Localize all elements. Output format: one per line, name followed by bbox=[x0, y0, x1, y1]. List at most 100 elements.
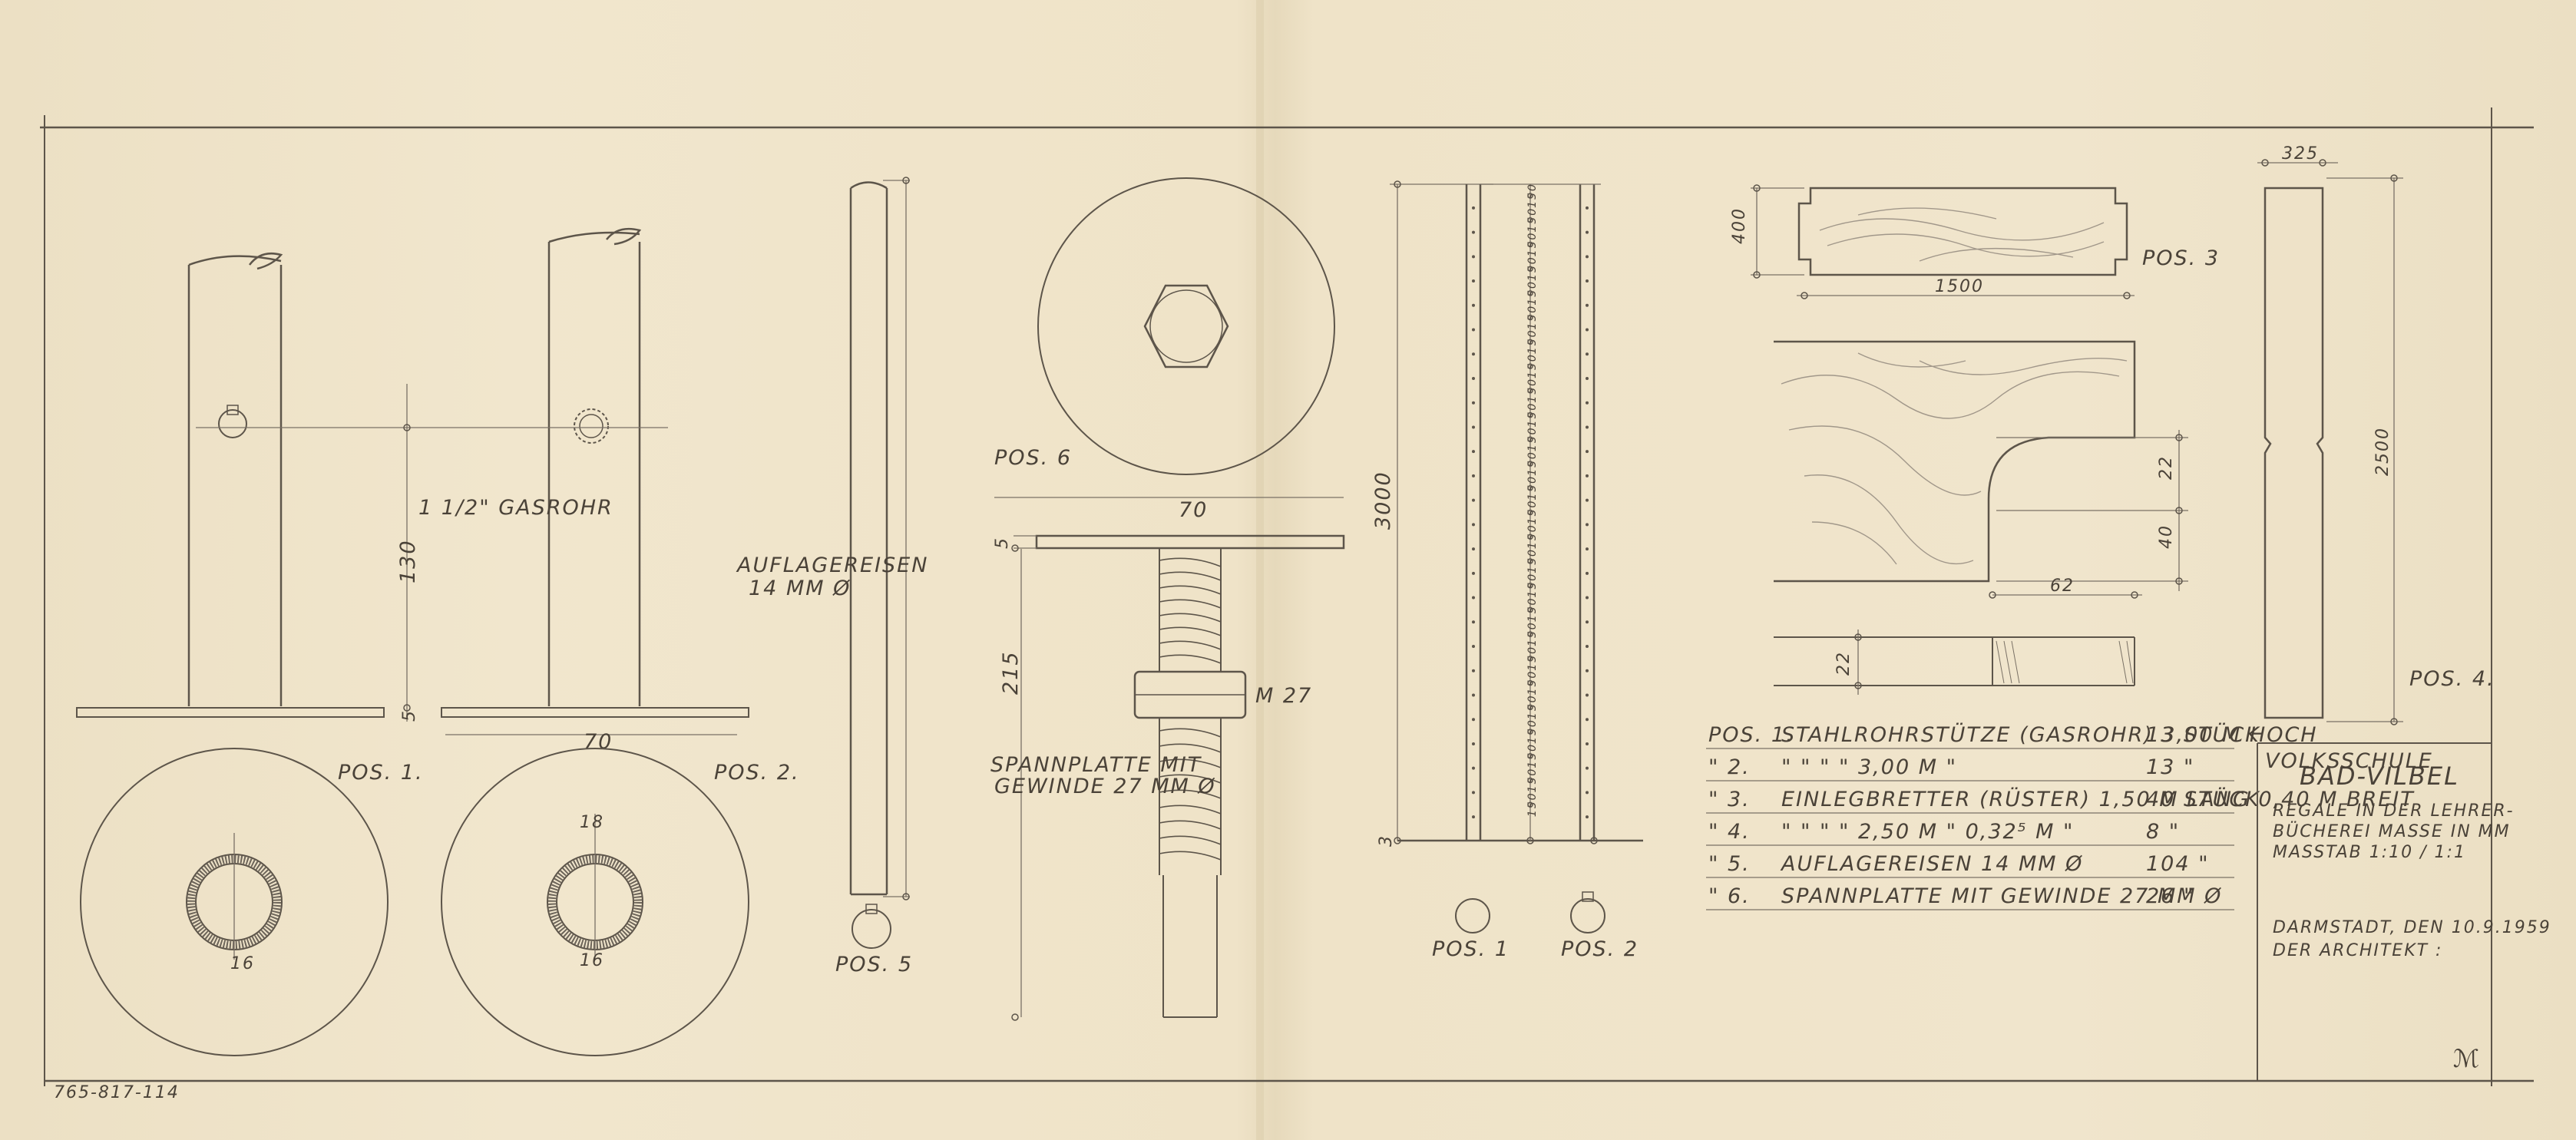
positions-row-c2: SPANNPLATTE MIT GEWINDE 27 MM Ø bbox=[1781, 884, 2222, 908]
pipe-hole bbox=[1586, 547, 1589, 551]
sheet-number: 765-817-114 bbox=[54, 1083, 180, 1102]
dim-5b: 5 bbox=[993, 537, 1012, 549]
pos6-label: POS. 6 bbox=[994, 446, 1072, 470]
dim-40: 40 bbox=[2157, 524, 2176, 549]
rack-spacing-tick bbox=[1527, 388, 1533, 394]
positions-row-c3: 40 STÜCK bbox=[2146, 787, 2260, 811]
dim-16a: 16 bbox=[230, 954, 255, 973]
pipe-hole bbox=[1586, 279, 1589, 283]
pipe-hole bbox=[1586, 742, 1589, 745]
rack-spacing-tick bbox=[1527, 216, 1533, 223]
auflager-label-2: 14 MM Ø bbox=[749, 577, 851, 600]
rack-spacing-labels: 1501501501501501501501501501501501501501… bbox=[1472, 183, 1589, 819]
positions-list: POS. 1.STAHLROHRSTÜTZE (GASROHR) 3,00 M … bbox=[1706, 722, 2415, 910]
pipe-hole bbox=[1472, 523, 1475, 527]
positions-row-c3: 26 " bbox=[2146, 884, 2194, 908]
dim-16b: 16 bbox=[580, 951, 604, 970]
rack-spacing-tick bbox=[1527, 729, 1533, 735]
title-line3: MASSTAB 1:10 / 1:1 bbox=[2273, 843, 2466, 862]
dim-130: 130 bbox=[396, 539, 420, 583]
positions-row-c1: " 6. bbox=[1708, 884, 1751, 908]
gasrohr-label: 1 1/2" GASROHR bbox=[418, 496, 613, 520]
rack-spacing-tick bbox=[1527, 558, 1533, 564]
pos5-label: POS. 5 bbox=[835, 953, 913, 976]
rack-spacing-tick bbox=[1527, 241, 1533, 248]
rack-spacing-tick bbox=[1527, 777, 1533, 784]
positions-row-c1: " 3. bbox=[1708, 788, 1751, 811]
pipe-hole bbox=[1472, 425, 1475, 429]
pipe-hole bbox=[1586, 401, 1589, 405]
pipe-hole bbox=[1586, 791, 1589, 795]
pipe-hole bbox=[1586, 523, 1589, 527]
pos2-baseplate-plan bbox=[441, 748, 749, 1056]
pipe-hole bbox=[1472, 255, 1475, 259]
pipe-hole bbox=[1472, 401, 1475, 405]
title-place-date: DARMSTADT, DEN 10.9.1959 bbox=[2273, 918, 2551, 937]
dim-22a: 22 bbox=[2157, 455, 2176, 480]
rack-spacing-tick bbox=[1527, 339, 1533, 345]
pipe-hole bbox=[1472, 328, 1475, 332]
title-block bbox=[2257, 742, 2492, 1081]
pos6-plate-plan bbox=[1037, 177, 1335, 475]
rack-spacing-tick bbox=[1527, 753, 1533, 759]
rack-spacing-tick bbox=[1527, 704, 1533, 711]
title-line1: REGALE IN DER LEHRER- bbox=[2273, 801, 2515, 821]
positions-row-c2: AUFLAGEREISEN 14 MM Ø bbox=[1780, 852, 2083, 876]
title-line2: BÜCHEREI MASSE IN MM bbox=[2273, 821, 2511, 841]
dim-3000: 3000 bbox=[1371, 471, 1395, 530]
pipe-hole bbox=[1586, 620, 1589, 624]
paper-fold bbox=[1256, 0, 1264, 1140]
pipe-hole bbox=[1472, 498, 1475, 502]
dim-325: 325 bbox=[2282, 144, 2319, 164]
pipe-hole bbox=[1472, 766, 1475, 770]
pos6-plate-section bbox=[1011, 534, 1345, 1021]
pipe-hole bbox=[1472, 742, 1475, 745]
pos4-label: POS. 4. bbox=[2409, 667, 2495, 691]
pipe-hole bbox=[1472, 693, 1475, 697]
pipe-hole bbox=[1472, 376, 1475, 380]
dim-62: 62 bbox=[2050, 577, 2075, 596]
rack-spacing-tick bbox=[1527, 193, 1533, 199]
dim-22b: 22 bbox=[1834, 651, 1853, 676]
pipe-hole bbox=[1586, 718, 1589, 722]
positions-row-c3: 13 STÜCK bbox=[2146, 722, 2260, 747]
positions-row-c1: " 2. bbox=[1708, 755, 1751, 779]
pipe-hole bbox=[1472, 596, 1475, 600]
pos1-baseplate-plan bbox=[80, 748, 389, 1056]
positions-row-c3: 104 " bbox=[2146, 852, 2210, 876]
board-detail bbox=[1774, 340, 2188, 695]
spann-label-1: SPANNPLATTE MIT bbox=[990, 753, 1202, 777]
pipe-hole bbox=[1586, 206, 1589, 210]
rack-spacing-tick bbox=[1527, 363, 1533, 369]
pos3-label: POS. 3 bbox=[2142, 246, 2220, 270]
pos2-pipe-elevation bbox=[441, 227, 749, 718]
title-architect: DER ARCHITEKT : bbox=[2273, 941, 2442, 960]
pipe-hole bbox=[1586, 425, 1589, 429]
pipe-hole bbox=[1472, 791, 1475, 795]
dim-2500: 2500 bbox=[2373, 427, 2392, 476]
rack-elevation bbox=[1390, 180, 1643, 844]
dim-70b: 70 bbox=[1179, 498, 1208, 522]
rack-spacing-tick bbox=[1527, 436, 1533, 443]
auflager-label-1: AUFLAGEREISEN bbox=[736, 553, 928, 577]
rack-spacing-tick bbox=[1527, 534, 1533, 540]
rack-spacing-tick bbox=[1527, 411, 1533, 418]
pos5-rod bbox=[849, 177, 910, 949]
pipe-hole bbox=[1472, 547, 1475, 551]
pipe-hole bbox=[1472, 230, 1475, 234]
pipe-hole bbox=[1586, 596, 1589, 600]
rack-spacing-tick bbox=[1527, 801, 1533, 808]
pipe-hole bbox=[1586, 571, 1589, 575]
rack-spacing-tick bbox=[1527, 606, 1533, 613]
title-town: BAD-VILBEL bbox=[2300, 762, 2459, 791]
pipe-hole bbox=[1472, 718, 1475, 722]
pipe-hole bbox=[1472, 815, 1475, 819]
positions-row-c3: 13 " bbox=[2146, 755, 2194, 779]
dim-1500: 1500 bbox=[1935, 277, 1984, 296]
thread-label: M 27 bbox=[1255, 684, 1312, 708]
pipe-hole bbox=[1586, 693, 1589, 697]
positions-row-c2: EINLEGBRETTER (RÜSTER) 1,50 M LANG 0,40 … bbox=[1781, 787, 2415, 811]
pipe-hole bbox=[1472, 206, 1475, 210]
